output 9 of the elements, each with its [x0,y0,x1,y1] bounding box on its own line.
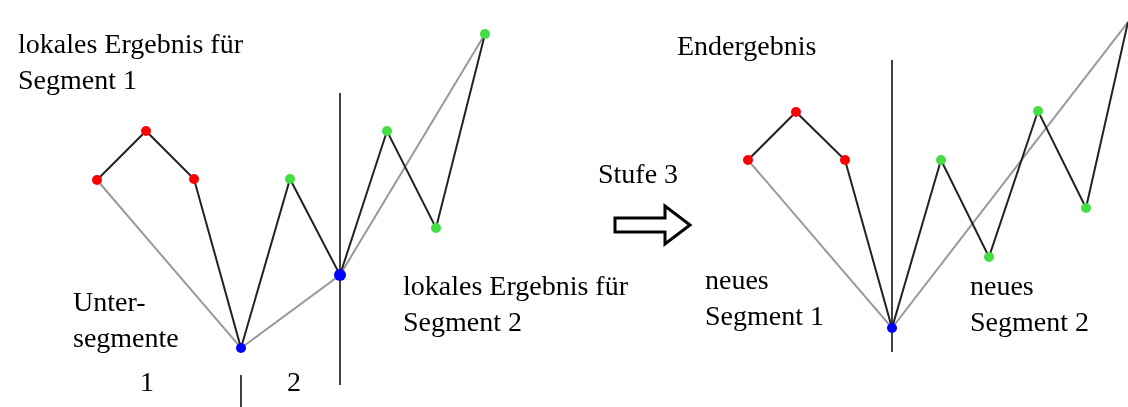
segment-number: 2 [287,365,302,399]
caption-text: Unter- segmente [73,285,180,355]
caption-text: lokales Ergebnis für Segment 2 [403,269,629,339]
caption-text: Endergebnis [677,29,818,63]
caption-text: neues Segment 2 [970,269,1090,339]
caption-text: lokales Ergebnis für Segment 1 [18,27,244,97]
segment-number: 1 [140,365,155,399]
caption-text: neues Segment 1 [705,263,825,333]
step-label: Stufe 3 [598,157,680,191]
